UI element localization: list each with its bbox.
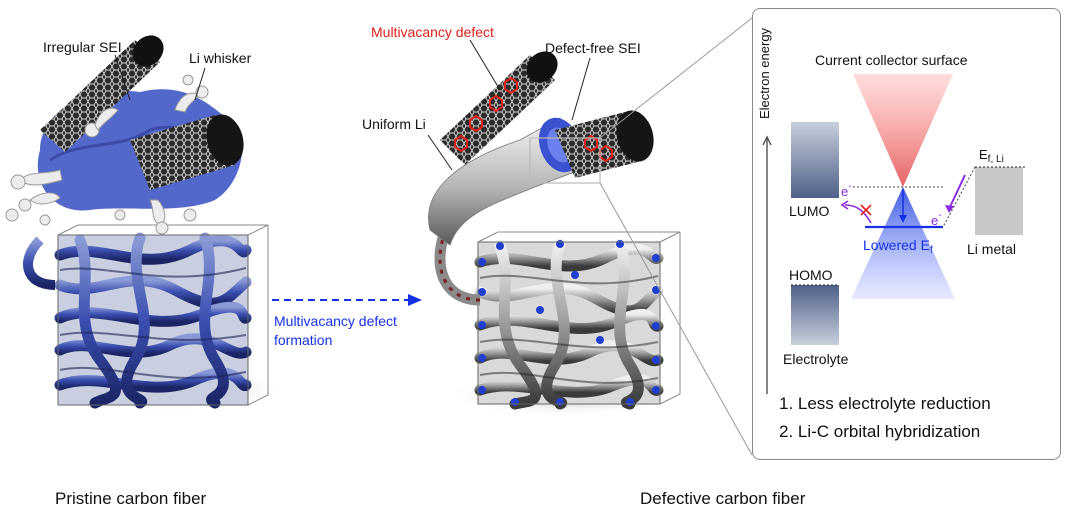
lumo-block — [791, 122, 839, 198]
li-metal-block — [975, 167, 1023, 235]
electron-label-right: e- — [931, 210, 942, 228]
leader-lines — [114, 39, 591, 171]
caption-defective: Defective carbon fiber — [640, 489, 806, 508]
label-uniform-li: Uniform Li — [362, 116, 426, 132]
homo-label: HOMO — [789, 267, 833, 283]
label-irregular-sei: Irregular SEI — [43, 39, 122, 55]
label-defect-free-sei: Defect-free SEI — [545, 40, 641, 56]
caption-pristine: Pristine carbon fiber — [55, 489, 207, 508]
electron-label-left: e- — [841, 181, 852, 199]
defective-cube — [434, 217, 685, 417]
ef-li-label: Ef, Li — [979, 147, 1004, 165]
y-axis-label: Electron energy — [757, 27, 772, 119]
lowered-ef-label: Lowered Ef — [863, 237, 933, 256]
li-metal-label: Li metal — [967, 241, 1017, 257]
homo-block — [791, 285, 839, 345]
defective-fibers-top — [428, 17, 753, 456]
blue-cone — [851, 187, 955, 299]
conclusion-2: 2. Li-C orbital hybridization — [779, 422, 981, 441]
energy-diagram-art — [762, 74, 1025, 394]
lumo-label: LUMO — [789, 203, 830, 219]
formation-arrow — [272, 294, 422, 306]
conclusion-1: 1. Less electrolyte reduction — [779, 394, 991, 413]
label-li-whisker: Li whisker — [189, 50, 252, 66]
arrow-label-line2: formation — [274, 332, 333, 348]
pristine-fibers-top — [5, 35, 244, 235]
label-multivacancy-defect: Multivacancy defect — [371, 24, 494, 40]
red-cone — [853, 74, 953, 187]
arrow-label-line1: Multivacancy defect — [274, 313, 397, 329]
pristine-cube — [23, 224, 290, 412]
energy-diagram-panel: Electron energy Current collector surfac… — [752, 8, 1061, 460]
collector-label: Current collector surface — [815, 52, 968, 68]
electrolyte-label: Electrolyte — [783, 351, 849, 367]
